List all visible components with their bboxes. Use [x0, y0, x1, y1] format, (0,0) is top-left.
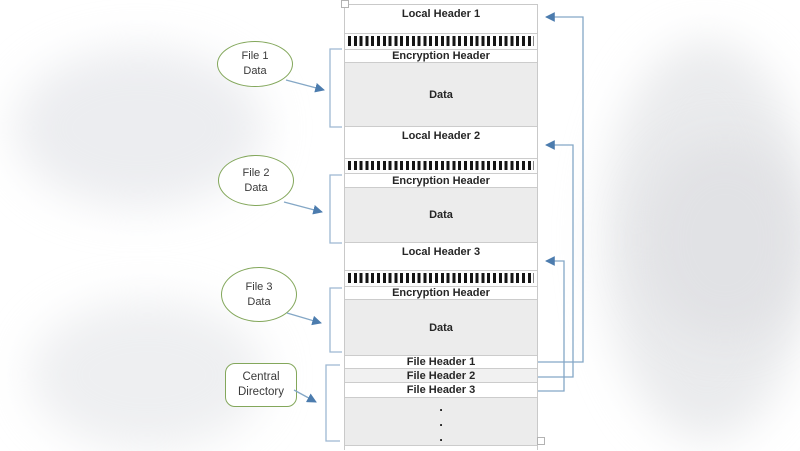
hatch-pattern	[348, 36, 534, 46]
bracket-central-directory	[325, 364, 340, 442]
local-header-3-label: Local Header 3	[401, 246, 481, 258]
hatch-pattern	[348, 161, 534, 170]
encryption-header-1-row: Encryption Header	[345, 50, 537, 63]
encryption-header-3-row: Encryption Header	[345, 287, 537, 300]
encryption-header-2-row: Encryption Header	[345, 174, 537, 188]
central-directory-line1: Central	[242, 371, 280, 383]
arrow-file-1-to-bracket	[285, 79, 325, 93]
file-2-label-line2: Data	[244, 181, 268, 194]
local-header-1-label: Local Header 1	[401, 8, 481, 20]
arrow-central-directory-to-bracket	[293, 389, 317, 403]
ellipsis-dot: .	[439, 399, 443, 414]
file-2-data-ellipse: File 2 Data	[218, 155, 294, 206]
data-2-row: Data	[345, 188, 537, 243]
file-3-data-ellipse: File 3 Data	[221, 267, 297, 322]
hatched-bar-2	[345, 159, 537, 174]
file-1-label-line2: Data	[243, 65, 267, 77]
data-3-label: Data	[429, 321, 453, 334]
data-3-row: Data	[345, 300, 537, 356]
file-3-label-line2: Data	[247, 295, 271, 308]
encryption-header-2-label: Encryption Header	[392, 174, 490, 187]
hatched-bar-1	[345, 34, 537, 50]
file-header-3-row: File Header 3	[345, 383, 537, 398]
stack-continuation-row	[345, 446, 537, 451]
connector-file-header-2-to-local-header-2	[538, 140, 574, 378]
file-header-1-label: File Header 1	[406, 356, 476, 368]
arrow-file-2-to-bracket	[283, 201, 323, 215]
bracket-file-1-data	[329, 48, 342, 128]
backdrop-blob	[602, 40, 800, 440]
hatched-bar-3	[345, 271, 537, 287]
connector-file-header-3-to-local-header-3	[538, 256, 565, 392]
central-directory-line2: Directory	[237, 386, 284, 398]
hatch-pattern	[348, 273, 534, 283]
ellipsis-dot: .	[439, 414, 443, 429]
encryption-header-3-label: Encryption Header	[392, 287, 490, 299]
local-header-1-row: Local Header 1	[345, 5, 537, 34]
file-header-2-label: File Header 2	[406, 369, 476, 382]
data-1-label: Data	[429, 88, 453, 101]
ellipsis-rows: . . .	[345, 398, 537, 446]
file-3-label-line1: File 3	[245, 280, 273, 293]
central-directory-box: Central Directory	[225, 363, 297, 407]
arrow-file-3-to-bracket	[286, 312, 322, 326]
file-header-2-row: File Header 2	[345, 369, 537, 383]
bracket-file-3-data	[329, 287, 342, 353]
local-header-2-label: Local Header 2	[401, 130, 481, 142]
file-header-1-row: File Header 1	[345, 356, 537, 369]
connector-file-header-1-to-local-header-1	[538, 12, 584, 363]
data-2-label: Data	[429, 209, 453, 221]
encryption-header-1-label: Encryption Header	[392, 50, 490, 62]
data-1-row: Data	[345, 63, 537, 127]
selection-handle-bottom-right	[537, 437, 545, 445]
local-header-3-row: Local Header 3	[345, 243, 537, 271]
file-1-data-ellipse: File 1 Data	[217, 41, 293, 87]
file-1-label-line1: File 1	[241, 50, 269, 62]
local-header-2-row: Local Header 2	[345, 127, 537, 159]
selection-handle-top-left	[341, 0, 349, 8]
ellipsis-dot: .	[439, 429, 443, 444]
zip-file-stack: Local Header 1 Encryption Header Data Lo…	[344, 4, 538, 451]
file-header-3-label: File Header 3	[406, 384, 476, 396]
file-2-label-line1: File 2	[242, 166, 270, 179]
bracket-file-2-data	[329, 174, 342, 244]
backdrop-blob	[640, 140, 800, 340]
